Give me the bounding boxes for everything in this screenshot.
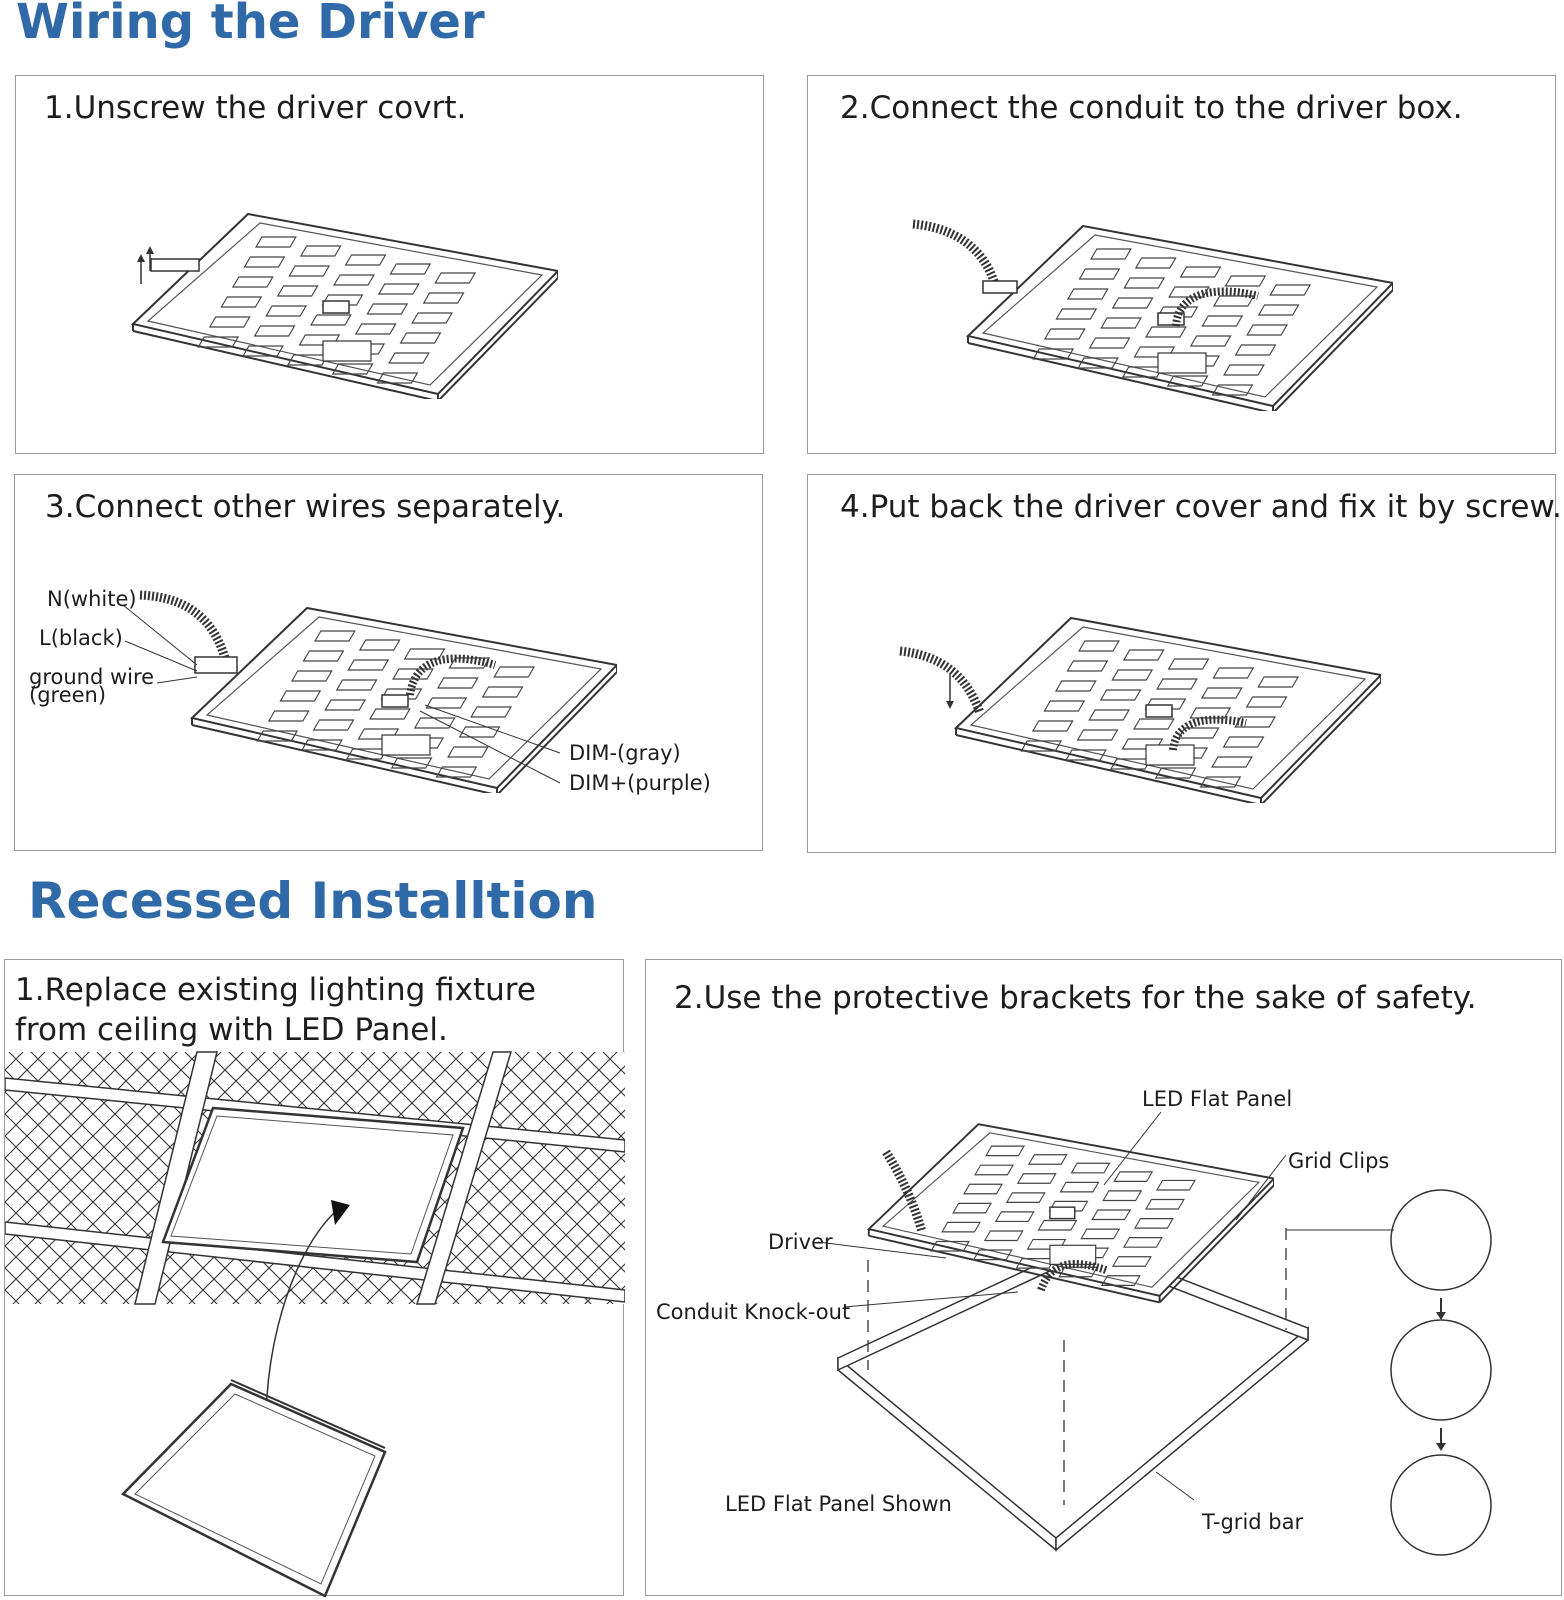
wiring-step-4-caption: 4.Put back the driver cover and fix it b…	[840, 489, 1562, 525]
label-led-flat-panel: LED Flat Panel	[1142, 1087, 1293, 1111]
recessed-section-title: Recessed Installtion	[28, 872, 598, 930]
label-ground-wire: ground wire	[29, 665, 155, 689]
wiring-step-2-caption: 2.Connect the conduit to the driver box.	[840, 90, 1463, 126]
label-l-black: L(black)	[39, 626, 123, 650]
label-driver: Driver	[768, 1230, 833, 1254]
wiring-section-title: Wiring the Driver	[16, 0, 485, 50]
recessed-step-2-illustration	[817, 1111, 1492, 1556]
recessed-step-1-caption-line-1: 1.Replace existing lighting fixture	[15, 972, 536, 1008]
recessed-step-1-panel: 1.Replace existing lighting fixture from…	[4, 959, 625, 1597]
label-dim-minus: DIM-(gray)	[569, 741, 681, 765]
label-ground-green: (green)	[29, 683, 107, 707]
label-n-white: N(white)	[47, 587, 137, 611]
label-conduit-knockout: Conduit Knock-out	[656, 1300, 851, 1324]
recessed-step-1-caption-line-2: from ceiling with LED Panel.	[15, 1012, 448, 1048]
wiring-step-1-panel: 1.Unscrew the driver covrt.	[15, 75, 764, 454]
recessed-step-2-panel: 2.Use the protective brackets for the sa…	[645, 959, 1562, 1596]
recessed-step-2-caption: 2.Use the protective brackets for the sa…	[674, 980, 1477, 1016]
wiring-step-1-caption: 1.Unscrew the driver covrt.	[44, 90, 467, 126]
wiring-step-3-caption: 3.Connect other wires separately.	[45, 489, 566, 525]
label-dim-plus: DIM+(purple)	[569, 771, 711, 795]
wiring-step-3-illustration	[122, 590, 617, 793]
wiring-step-2-illustration	[912, 219, 1393, 411]
label-t-grid-bar: T-grid bar	[1202, 1510, 1304, 1534]
wiring-step-1-illustration	[132, 213, 558, 399]
wiring-step-4-panel: 4.Put back the driver cover and fix it b…	[807, 474, 1562, 853]
wiring-step-2-panel: 2.Connect the conduit to the driver box.	[807, 75, 1556, 454]
recessed-step-1-illustration	[5, 1051, 625, 1597]
wiring-step-3-panel: 3.Connect other wires separately. N(whit…	[14, 474, 763, 851]
label-led-flat-panel-shown: LED Flat Panel Shown	[725, 1492, 952, 1516]
label-grid-clips: Grid Clips	[1288, 1149, 1390, 1173]
wiring-step-4-illustration	[899, 617, 1381, 803]
